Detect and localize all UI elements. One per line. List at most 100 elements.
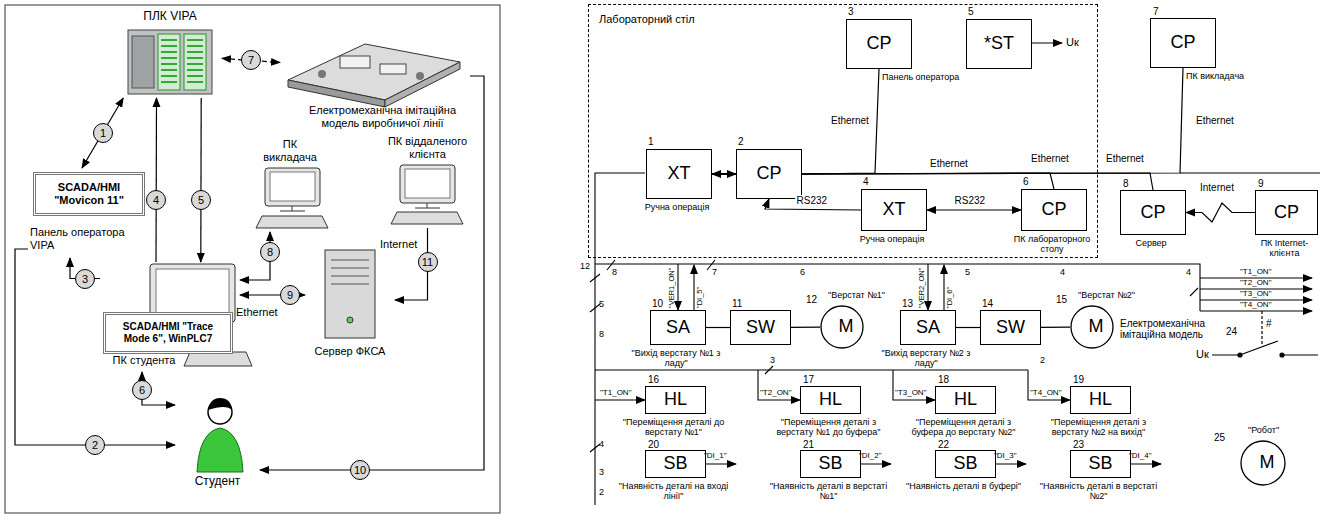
server: Сервер ФКСА <box>305 245 395 370</box>
node-label: CP <box>1022 200 1086 220</box>
signal-wires <box>677 264 678 310</box>
callout-number: 11 <box>732 298 742 309</box>
plc-device: ПЛК VIPA <box>118 10 222 98</box>
connector <box>1186 203 1255 222</box>
edge-label: RS232 <box>795 195 830 206</box>
node-label: M <box>1070 317 1122 337</box>
motor-circle: M"Верстат №2" <box>1070 305 1122 349</box>
callout-number: 4 <box>146 190 166 210</box>
bus-width: 2 <box>1040 356 1045 366</box>
callout-number: 9 <box>280 285 300 305</box>
callout-number: 23 <box>1073 439 1084 450</box>
lamp-box: HL"Переміщення деталі з верстату №2 на в… <box>1070 386 1131 414</box>
bus-width: 5 <box>965 268 970 278</box>
node-caption: "Наявність деталі в верстаті №1" <box>766 481 891 502</box>
node-caption: "Наявність деталі в буфері" <box>901 481 1026 491</box>
callout-number: 5 <box>191 190 211 210</box>
motor-circle: M"Верстат №1" <box>820 305 872 349</box>
winding-box: SW <box>730 310 791 345</box>
switch-symbol <box>1212 311 1318 357</box>
callout-number: 10 <box>652 298 663 309</box>
node-caption: "Робот" <box>1248 425 1318 435</box>
pc-pictures <box>405 169 450 198</box>
signal-wires <box>693 265 694 310</box>
bus-width: 4 <box>1060 268 1065 278</box>
callout-number: 19 <box>1073 374 1084 385</box>
node-label: HL <box>1071 390 1130 410</box>
signal-wires <box>590 260 1198 452</box>
left-frame <box>5 5 500 513</box>
pc-pictures <box>184 352 252 366</box>
pc-pictures <box>270 172 315 201</box>
callout-number: 9 <box>1258 178 1264 189</box>
signal-name: "VER1_ON" <box>668 268 676 308</box>
bus-width: 4 <box>599 440 604 450</box>
computer-box: CPПанель оператора <box>846 19 912 69</box>
motor-circle: M"Робот" <box>1240 440 1294 486</box>
connector <box>155 98 157 262</box>
pc-pictures <box>415 203 440 208</box>
node-label: CP <box>1121 203 1185 223</box>
signal-name: "T4_ON" <box>1240 301 1271 310</box>
signal-name: "DI_1" <box>704 452 727 461</box>
callout-number: 3 <box>75 269 95 289</box>
model-picture <box>340 56 370 68</box>
node-caption: ПК студента <box>100 354 188 367</box>
switch-symbol <box>1238 353 1242 357</box>
computer-box: CPПК викладача <box>1150 18 1216 68</box>
connector <box>1041 327 1070 328</box>
bus-width: 5 <box>599 300 604 310</box>
button-box: SB"Наявність деталі в верстаті №1" <box>800 450 861 478</box>
node-label: ПК віддаленого клієнта <box>385 135 470 160</box>
model-picture <box>380 64 406 74</box>
edge-label: Internet <box>1198 182 1236 193</box>
bus-width: 8 <box>599 330 604 340</box>
callout-number: 8 <box>260 242 280 262</box>
signal-name: "T2_ON" <box>1240 279 1271 288</box>
node-caption: "Наявність деталі на вході лінії" <box>611 481 736 502</box>
node-label: SA <box>651 318 705 338</box>
student-pc: SCADA/HMI "Trace Mode 6", WinPLC7ПК студ… <box>100 262 240 372</box>
node-caption: Панель оператора <box>882 72 982 82</box>
connector <box>802 68 1183 174</box>
callout-number: 3 <box>848 6 854 17</box>
model-picture <box>416 72 424 80</box>
node-caption: ПК викладача <box>1186 71 1286 81</box>
student-figure <box>197 398 243 472</box>
connector <box>791 327 820 328</box>
signal-wires <box>595 264 1200 311</box>
button-box: SB"Наявність деталі на вході лінії" <box>645 450 706 478</box>
connector <box>200 98 202 262</box>
callout-number: 12 <box>806 294 817 305</box>
node-label: XT <box>862 200 926 220</box>
connector <box>260 76 484 470</box>
bus-width: 3 <box>599 468 604 478</box>
edge-label: Ethernet <box>1104 153 1146 164</box>
node-caption: "Переміщення деталі з верстату №2 на вих… <box>1036 417 1161 438</box>
lamp-box: HL"Переміщення деталі з буфера до верста… <box>935 386 996 414</box>
callout-number: 6 <box>132 380 152 400</box>
node-caption: Панель оператора VIPA <box>30 226 146 251</box>
connector <box>956 327 980 328</box>
node-label: Студент <box>175 475 260 489</box>
button-box: SB"Наявність деталі в буфері" <box>935 450 996 478</box>
connector <box>712 173 736 175</box>
node-label: CP <box>847 34 911 54</box>
signal-wires <box>943 265 944 310</box>
plc-picture <box>161 40 203 82</box>
callout-number: 11 <box>418 252 438 272</box>
server-picture <box>325 250 375 338</box>
model-picture <box>288 80 385 107</box>
node-label: CP <box>1151 33 1215 53</box>
computer-box: CP <box>736 149 802 199</box>
node-label: CP <box>1256 203 1317 223</box>
lamp-box: HL"Переміщення деталі з верстату №1 до б… <box>800 386 861 414</box>
callout-number: 13 <box>902 298 913 309</box>
signal-name: "T1_ON" <box>600 389 631 398</box>
callout-number: 22 <box>938 439 949 450</box>
connector <box>802 173 1054 189</box>
node-label: SA <box>901 318 955 338</box>
signal-name: "DI_6" <box>946 287 954 308</box>
note-label: # <box>1266 318 1272 329</box>
